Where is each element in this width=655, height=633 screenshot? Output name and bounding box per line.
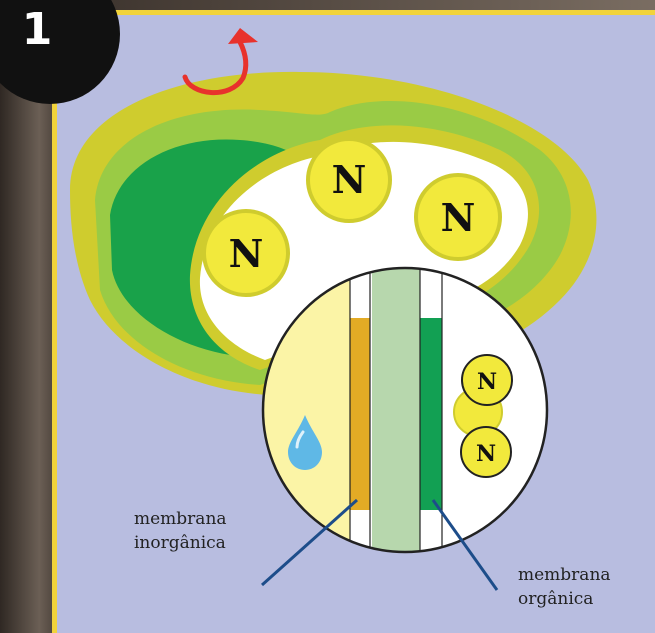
nucleus-top: N [308, 139, 390, 221]
nucleus-left: N [204, 211, 288, 295]
step-number: 1 [0, 0, 74, 60]
inorganic-label-line1: membrana [134, 509, 227, 529]
small-nucleus-top: N [462, 355, 512, 405]
nucleus-label: N [332, 157, 367, 202]
nucleus-label: N [229, 231, 264, 276]
small-nucleus-label: N [477, 369, 497, 395]
nucleus-right: N [416, 175, 500, 259]
inorganic-membrane [350, 318, 370, 510]
small-nucleus-label: N [476, 441, 496, 467]
nucleus-label: N [441, 195, 476, 240]
center-channel [372, 260, 420, 560]
inorganic-label-line2: inorgânica [134, 533, 226, 553]
small-nucleus-bottom: N [461, 427, 511, 477]
organic-label-line1: membrana [518, 565, 611, 585]
organic-label-line2: orgânica [518, 589, 593, 609]
organic-membrane [420, 318, 442, 510]
